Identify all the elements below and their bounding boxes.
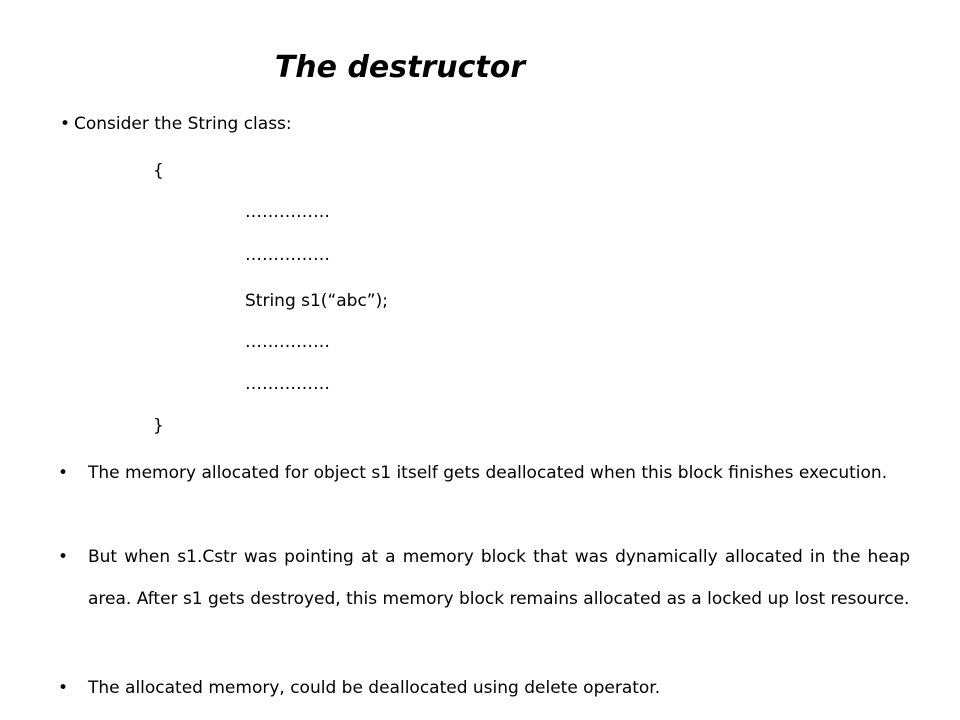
bullet-marker: •	[58, 463, 69, 483]
code-string-decl: String s1(“abc”);	[245, 291, 388, 311]
code-ellipsis-line: ……………	[245, 202, 330, 222]
code-ellipsis-line: ……………	[245, 332, 330, 352]
bullet-text-2: But when s1.Cstr was pointing at a memor…	[88, 547, 910, 609]
bullet-text-3: The allocated memory, could be deallocat…	[88, 678, 661, 698]
code-ellipsis-line: ……………	[245, 245, 330, 265]
intro-text: Consider the String class:	[74, 114, 292, 134]
intro-bullet-marker: •	[60, 114, 71, 134]
bullet-text-1: The memory allocated for object s1 itsel…	[88, 463, 888, 483]
code-close-brace: }	[153, 416, 164, 436]
slide-title: The destructor	[274, 50, 526, 85]
bullet-marker: •	[58, 678, 69, 698]
code-open-brace: {	[153, 161, 164, 181]
bullet-marker: •	[58, 547, 69, 567]
code-ellipsis-line: ……………	[245, 374, 330, 394]
